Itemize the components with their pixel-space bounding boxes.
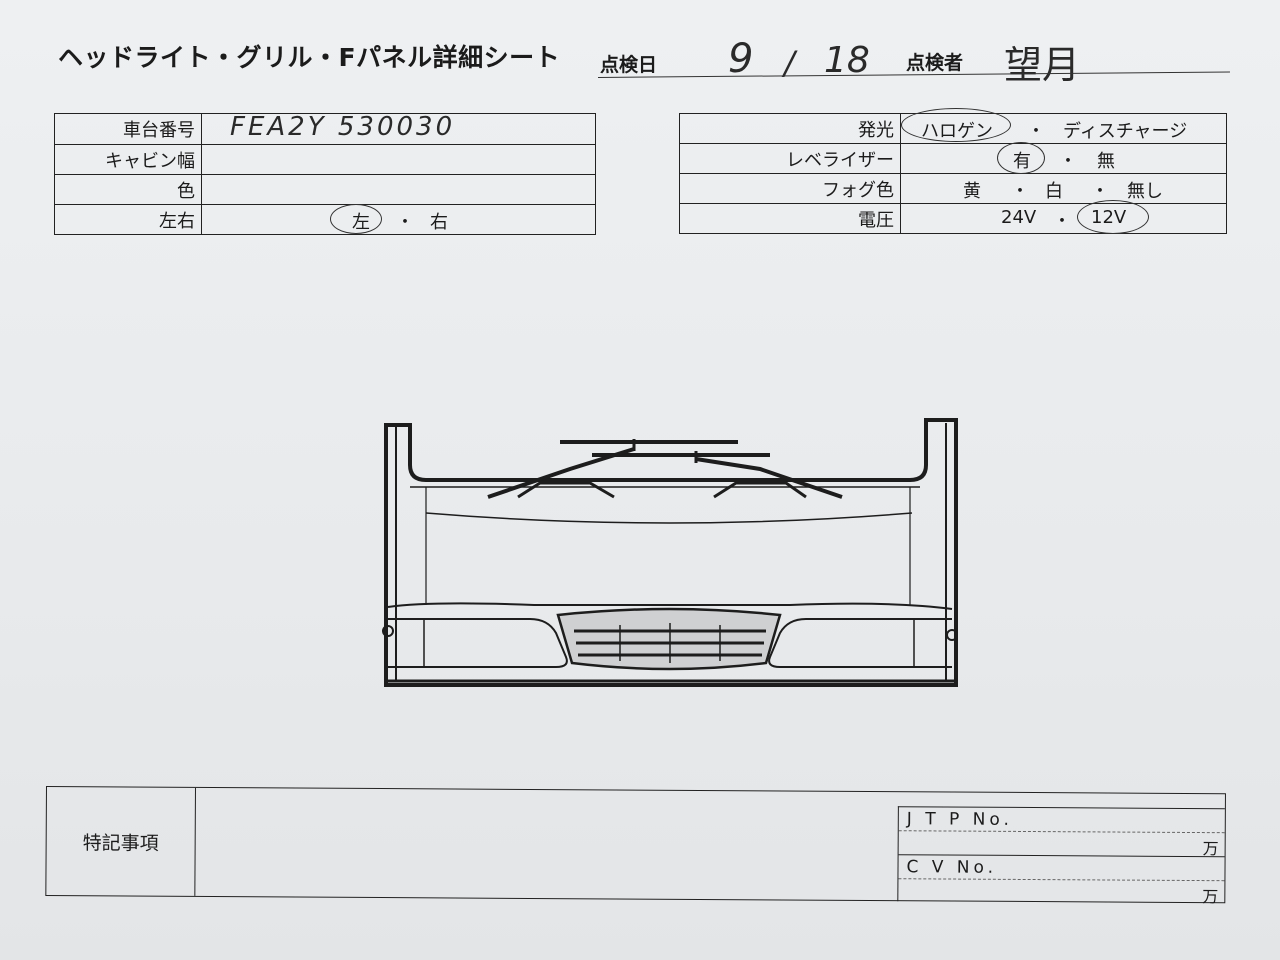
- inspector-name[interactable]: 望月: [1004, 43, 1081, 87]
- light-source-options: ハロゲン ・ ディスチャージ: [900, 108, 1227, 144]
- table-row: 発光 ハロゲン ・ ディスチャージ: [679, 108, 1227, 144]
- inspection-date-sep: /: [784, 44, 795, 82]
- voltage-option-24v[interactable]: 24V: [1001, 207, 1037, 228]
- notes-field[interactable]: [196, 788, 895, 900]
- voltage-options: 24V ・ 12V: [900, 200, 1227, 234]
- side-separator: ・: [396, 212, 414, 233]
- fog-option-yellow[interactable]: 黄: [963, 181, 981, 202]
- table-row: フォグ色 黄 ・ 白 ・ 無し: [679, 173, 1227, 204]
- divider: [898, 830, 1225, 834]
- fog-option-none[interactable]: 無し: [1127, 181, 1163, 202]
- selection-circle: [997, 142, 1045, 174]
- side-label: 左右: [54, 204, 202, 235]
- cv-unit: 万: [1202, 887, 1219, 907]
- side-option-right[interactable]: 右: [430, 212, 448, 233]
- leveler-separator: ・: [1059, 151, 1077, 172]
- table-row: キャビン幅: [54, 144, 596, 175]
- notes-label: 特記事項: [46, 787, 196, 896]
- table-row: 左右 左 ・ 右: [54, 204, 596, 235]
- chassis-number-field[interactable]: FEA2Y 530030: [201, 112, 596, 145]
- leveler-option-no[interactable]: 無: [1097, 151, 1115, 172]
- table-row: レベライザー 有 ・ 無: [679, 142, 1227, 174]
- truck-front-diagram: [382, 418, 958, 687]
- inspector-label: 点検者: [906, 52, 964, 74]
- selection-circle: [1077, 200, 1149, 234]
- fog-separator: ・: [1091, 181, 1109, 202]
- leveler-options: 有 ・ 無: [900, 142, 1227, 174]
- voltage-separator: ・: [1053, 211, 1071, 232]
- fog-separator: ・: [1011, 181, 1029, 202]
- chassis-number-label: 車台番号: [54, 113, 202, 145]
- table-row: 車台番号 FEA2Y 530030: [54, 112, 596, 145]
- divider: [898, 878, 1225, 882]
- reference-numbers: J T P No. 万 C V No. 万: [897, 806, 1225, 907]
- voltage-label: 電圧: [679, 203, 901, 234]
- table-row: 電圧 24V ・ 12V: [679, 200, 1227, 234]
- leveler-label: レベライザー: [679, 143, 901, 174]
- inspection-date-day[interactable]: 18: [824, 40, 870, 81]
- fog-option-white[interactable]: 白: [1045, 181, 1063, 202]
- light-table: 発光 ハロゲン ・ ディスチャージ レベライザー 有 ・ 無 フォグ色 黄 ・ …: [679, 108, 1227, 234]
- vehicle-table: 車台番号 FEA2Y 530030 キャビン幅 色 左右 左 ・ 右: [54, 112, 596, 235]
- fog-color-options: 黄 ・ 白 ・ 無し: [900, 173, 1227, 204]
- table-row: 色: [54, 174, 596, 205]
- light-source-label: 発光: [679, 113, 901, 144]
- color-label: 色: [54, 174, 202, 205]
- side-options: 左 ・ 右: [201, 204, 596, 235]
- inspection-date-label: 点検日: [600, 54, 658, 76]
- jtp-label: J T P No.: [906, 809, 1013, 830]
- selection-circle: [330, 204, 382, 234]
- inspection-date-month[interactable]: 9: [728, 36, 754, 82]
- selection-circle: [901, 108, 1011, 142]
- cabin-width-label: キャビン幅: [54, 144, 202, 175]
- notes-box: 特記事項 J T P No. 万 C V No. 万: [45, 786, 1226, 907]
- cv-label: C V No.: [906, 857, 998, 878]
- sheet-title: ヘッドライト・グリル・Fパネル詳細シート: [58, 43, 561, 72]
- color-field[interactable]: [201, 174, 596, 205]
- fog-color-label: フォグ色: [679, 173, 901, 204]
- cv-row[interactable]: C V No. 万: [898, 854, 1225, 907]
- chassis-number-value: FEA2Y 530030: [230, 112, 456, 142]
- light-separator: ・: [1027, 121, 1045, 142]
- jtp-row[interactable]: J T P No. 万: [898, 807, 1225, 858]
- light-option-discharge[interactable]: ディスチャージ: [1063, 121, 1188, 142]
- cabin-width-field[interactable]: [201, 144, 596, 175]
